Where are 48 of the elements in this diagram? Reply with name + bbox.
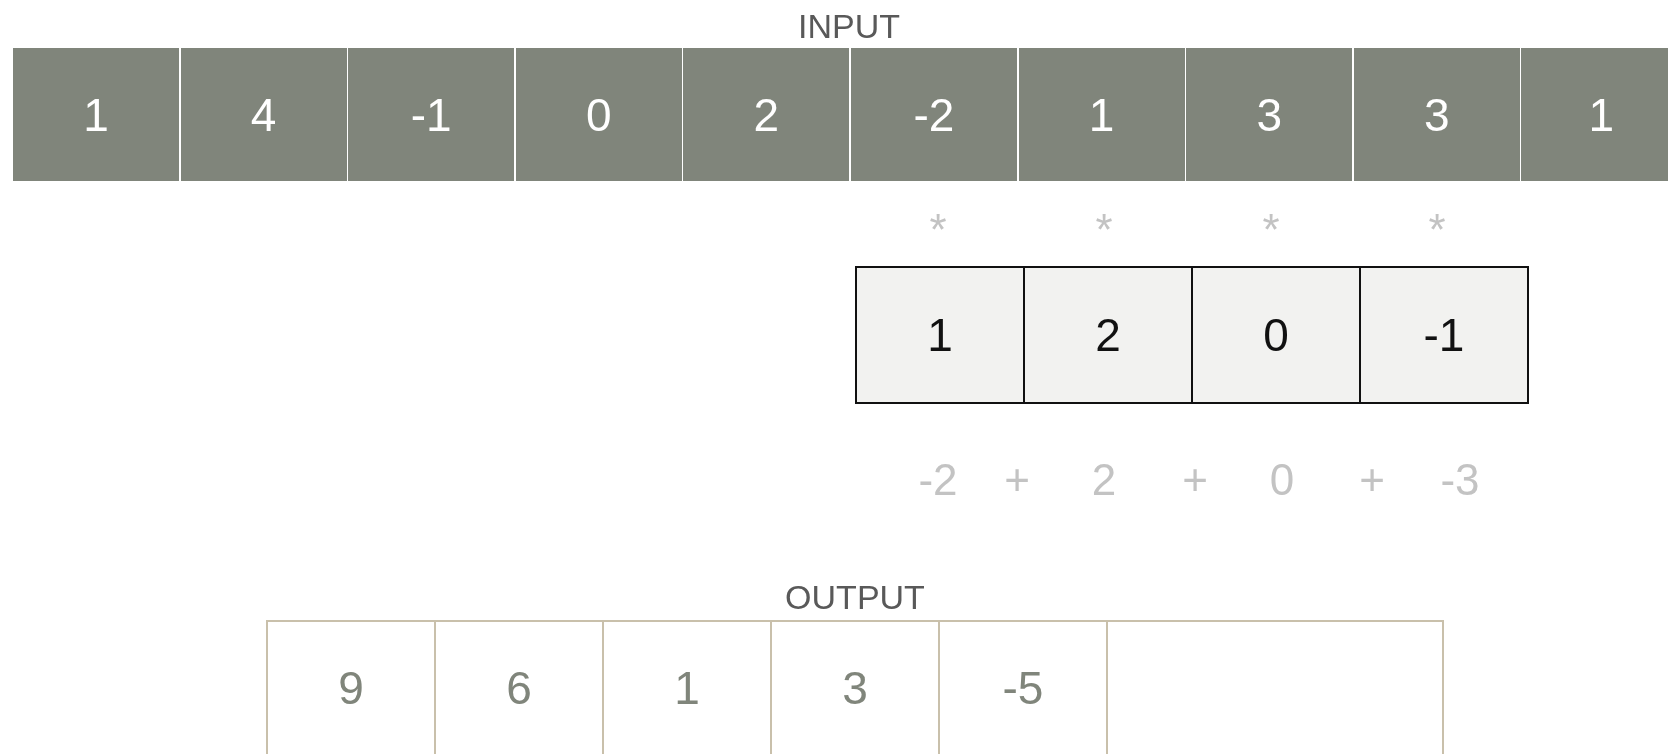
cell-value: 3: [842, 661, 868, 715]
kernel-cell: [855, 266, 1025, 404]
product-value: -3: [1440, 458, 1480, 502]
product-value: 0: [1269, 458, 1295, 502]
plus-sign: +: [1182, 458, 1208, 502]
input-cell: [515, 48, 682, 181]
kernel-cell: [1359, 266, 1529, 404]
cell-value: 3: [1424, 87, 1450, 142]
cell-value: -5: [1002, 661, 1044, 715]
cell-value: 1: [1088, 87, 1115, 142]
cell-value: 1: [83, 87, 109, 142]
input-cell: [348, 48, 515, 181]
cell-value: 3: [1256, 87, 1282, 142]
cell-value: -2: [913, 87, 955, 142]
multiply-sign: *: [1095, 208, 1113, 252]
input-cell: [13, 48, 179, 181]
input-cell: [1186, 48, 1353, 181]
cell-value: 0: [586, 87, 612, 142]
cell-value: -1: [1423, 308, 1465, 362]
product-value: -2: [918, 458, 958, 502]
input-cell: [851, 48, 1017, 181]
multiply-sign: *: [929, 208, 947, 252]
cell-value: 0: [1263, 308, 1289, 362]
empty-output-cell: [1106, 620, 1444, 754]
kernel-cell: [1191, 266, 1361, 404]
kernel-cell: [1023, 266, 1193, 404]
plus-sign: +: [1359, 458, 1385, 502]
multiply-sign: *: [1262, 208, 1280, 252]
cell-value: 4: [250, 87, 277, 142]
output-cell: [266, 620, 436, 754]
cell-value: -1: [410, 87, 452, 142]
product-value: 2: [1091, 458, 1117, 502]
cell-value: 2: [1095, 308, 1121, 362]
input-cell: [180, 48, 347, 181]
cell-value: 1: [1588, 87, 1615, 142]
input-cell: [1018, 48, 1185, 181]
cell-value: 9: [338, 661, 364, 715]
multiply-sign: *: [1428, 208, 1446, 252]
row-title: INPUT: [798, 9, 900, 43]
cell-value: 1: [927, 308, 953, 362]
input-cell: [1353, 48, 1520, 181]
cell-value: 6: [506, 661, 532, 715]
cell-value: 1: [674, 661, 700, 715]
input-cell: [1521, 48, 1668, 181]
cell-value: 2: [753, 87, 780, 142]
plus-sign: +: [1004, 458, 1030, 502]
input-cell: [683, 48, 850, 181]
row-title: OUTPUT: [785, 580, 925, 614]
